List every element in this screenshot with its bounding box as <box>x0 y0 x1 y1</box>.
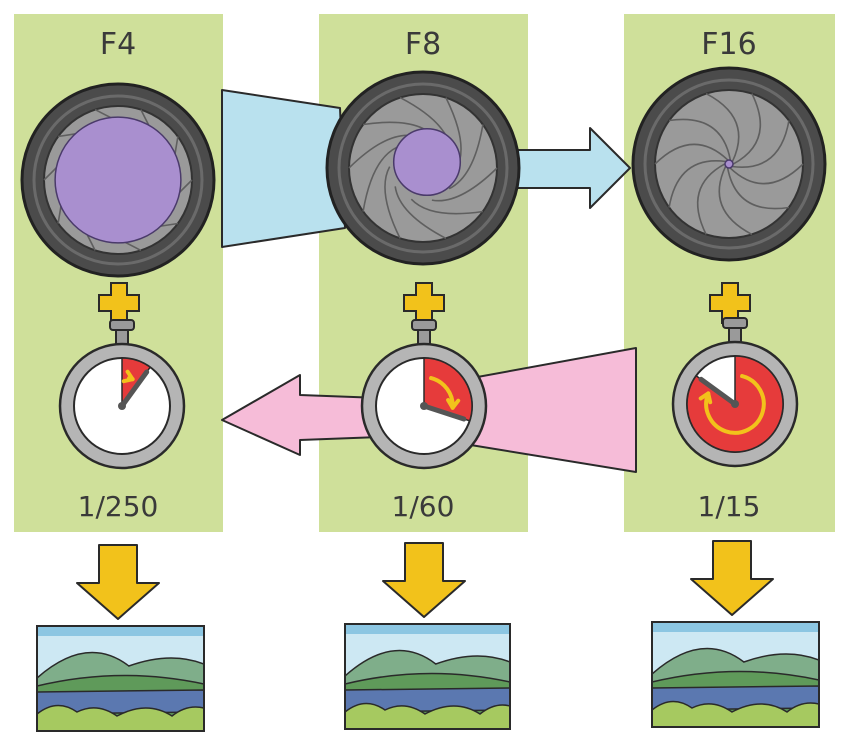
aperture-icon <box>20 82 216 278</box>
landscape-photo-icon <box>344 623 511 730</box>
landscape-photo-icon <box>36 625 205 732</box>
shutter-speed-label-f8: 1/60 <box>392 490 455 523</box>
f-number-label-f4: F4 <box>100 27 136 62</box>
stopwatch-icon <box>58 319 186 470</box>
f-number-label-f8: F8 <box>405 27 441 62</box>
stopwatch-icon <box>671 317 799 468</box>
stopwatch-icon <box>360 319 488 470</box>
down-arrow-icon <box>690 540 774 616</box>
aperture-arrow <box>221 89 631 248</box>
down-arrow-icon <box>382 542 466 618</box>
landscape-photo-icon <box>651 621 820 728</box>
f-number-label-f16: F16 <box>701 27 756 62</box>
shutter-speed-label-f16: 1/15 <box>698 490 761 523</box>
down-arrow-icon <box>76 544 160 620</box>
shutter-speed-label-f4: 1/250 <box>78 490 159 523</box>
aperture-icon <box>631 66 827 262</box>
aperture-icon <box>325 70 521 266</box>
